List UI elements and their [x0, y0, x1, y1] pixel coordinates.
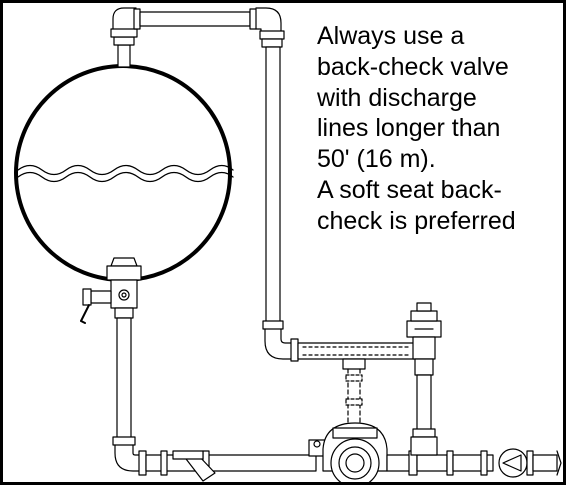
note-line: A soft seat back-: [317, 175, 502, 204]
piping-diagram: [14, 7, 562, 482]
discharge-header: [297, 342, 415, 424]
tank-outlet-valve: [80, 257, 142, 324]
discharge-vertical-pipe: [262, 46, 299, 362]
lower-right-pipe: [408, 436, 494, 476]
liquid-level-line: [17, 164, 234, 176]
condensate-pump: [308, 422, 418, 482]
note-line: back-check valve: [317, 52, 509, 81]
check-valve-riser: [412, 374, 436, 438]
upper-horizontal-pipe: [139, 7, 285, 48]
note-line: with discharge: [317, 83, 477, 112]
bottom-horizontal-pipe: [145, 450, 317, 482]
receiver-tank: [14, 64, 234, 282]
vent-riser: [110, 7, 141, 68]
note-line: Always use a: [317, 22, 465, 50]
sight-flow-indicator: [498, 448, 562, 478]
back-check-valve: [406, 302, 442, 376]
note-line: 50' (16 m).: [317, 145, 436, 174]
note-line: lines longer than: [317, 114, 501, 143]
note-line: check is preferred: [317, 206, 516, 235]
return-vertical-pipe: [112, 317, 147, 476]
back-check-note: Always use a back-check valve with disch…: [317, 21, 563, 237]
